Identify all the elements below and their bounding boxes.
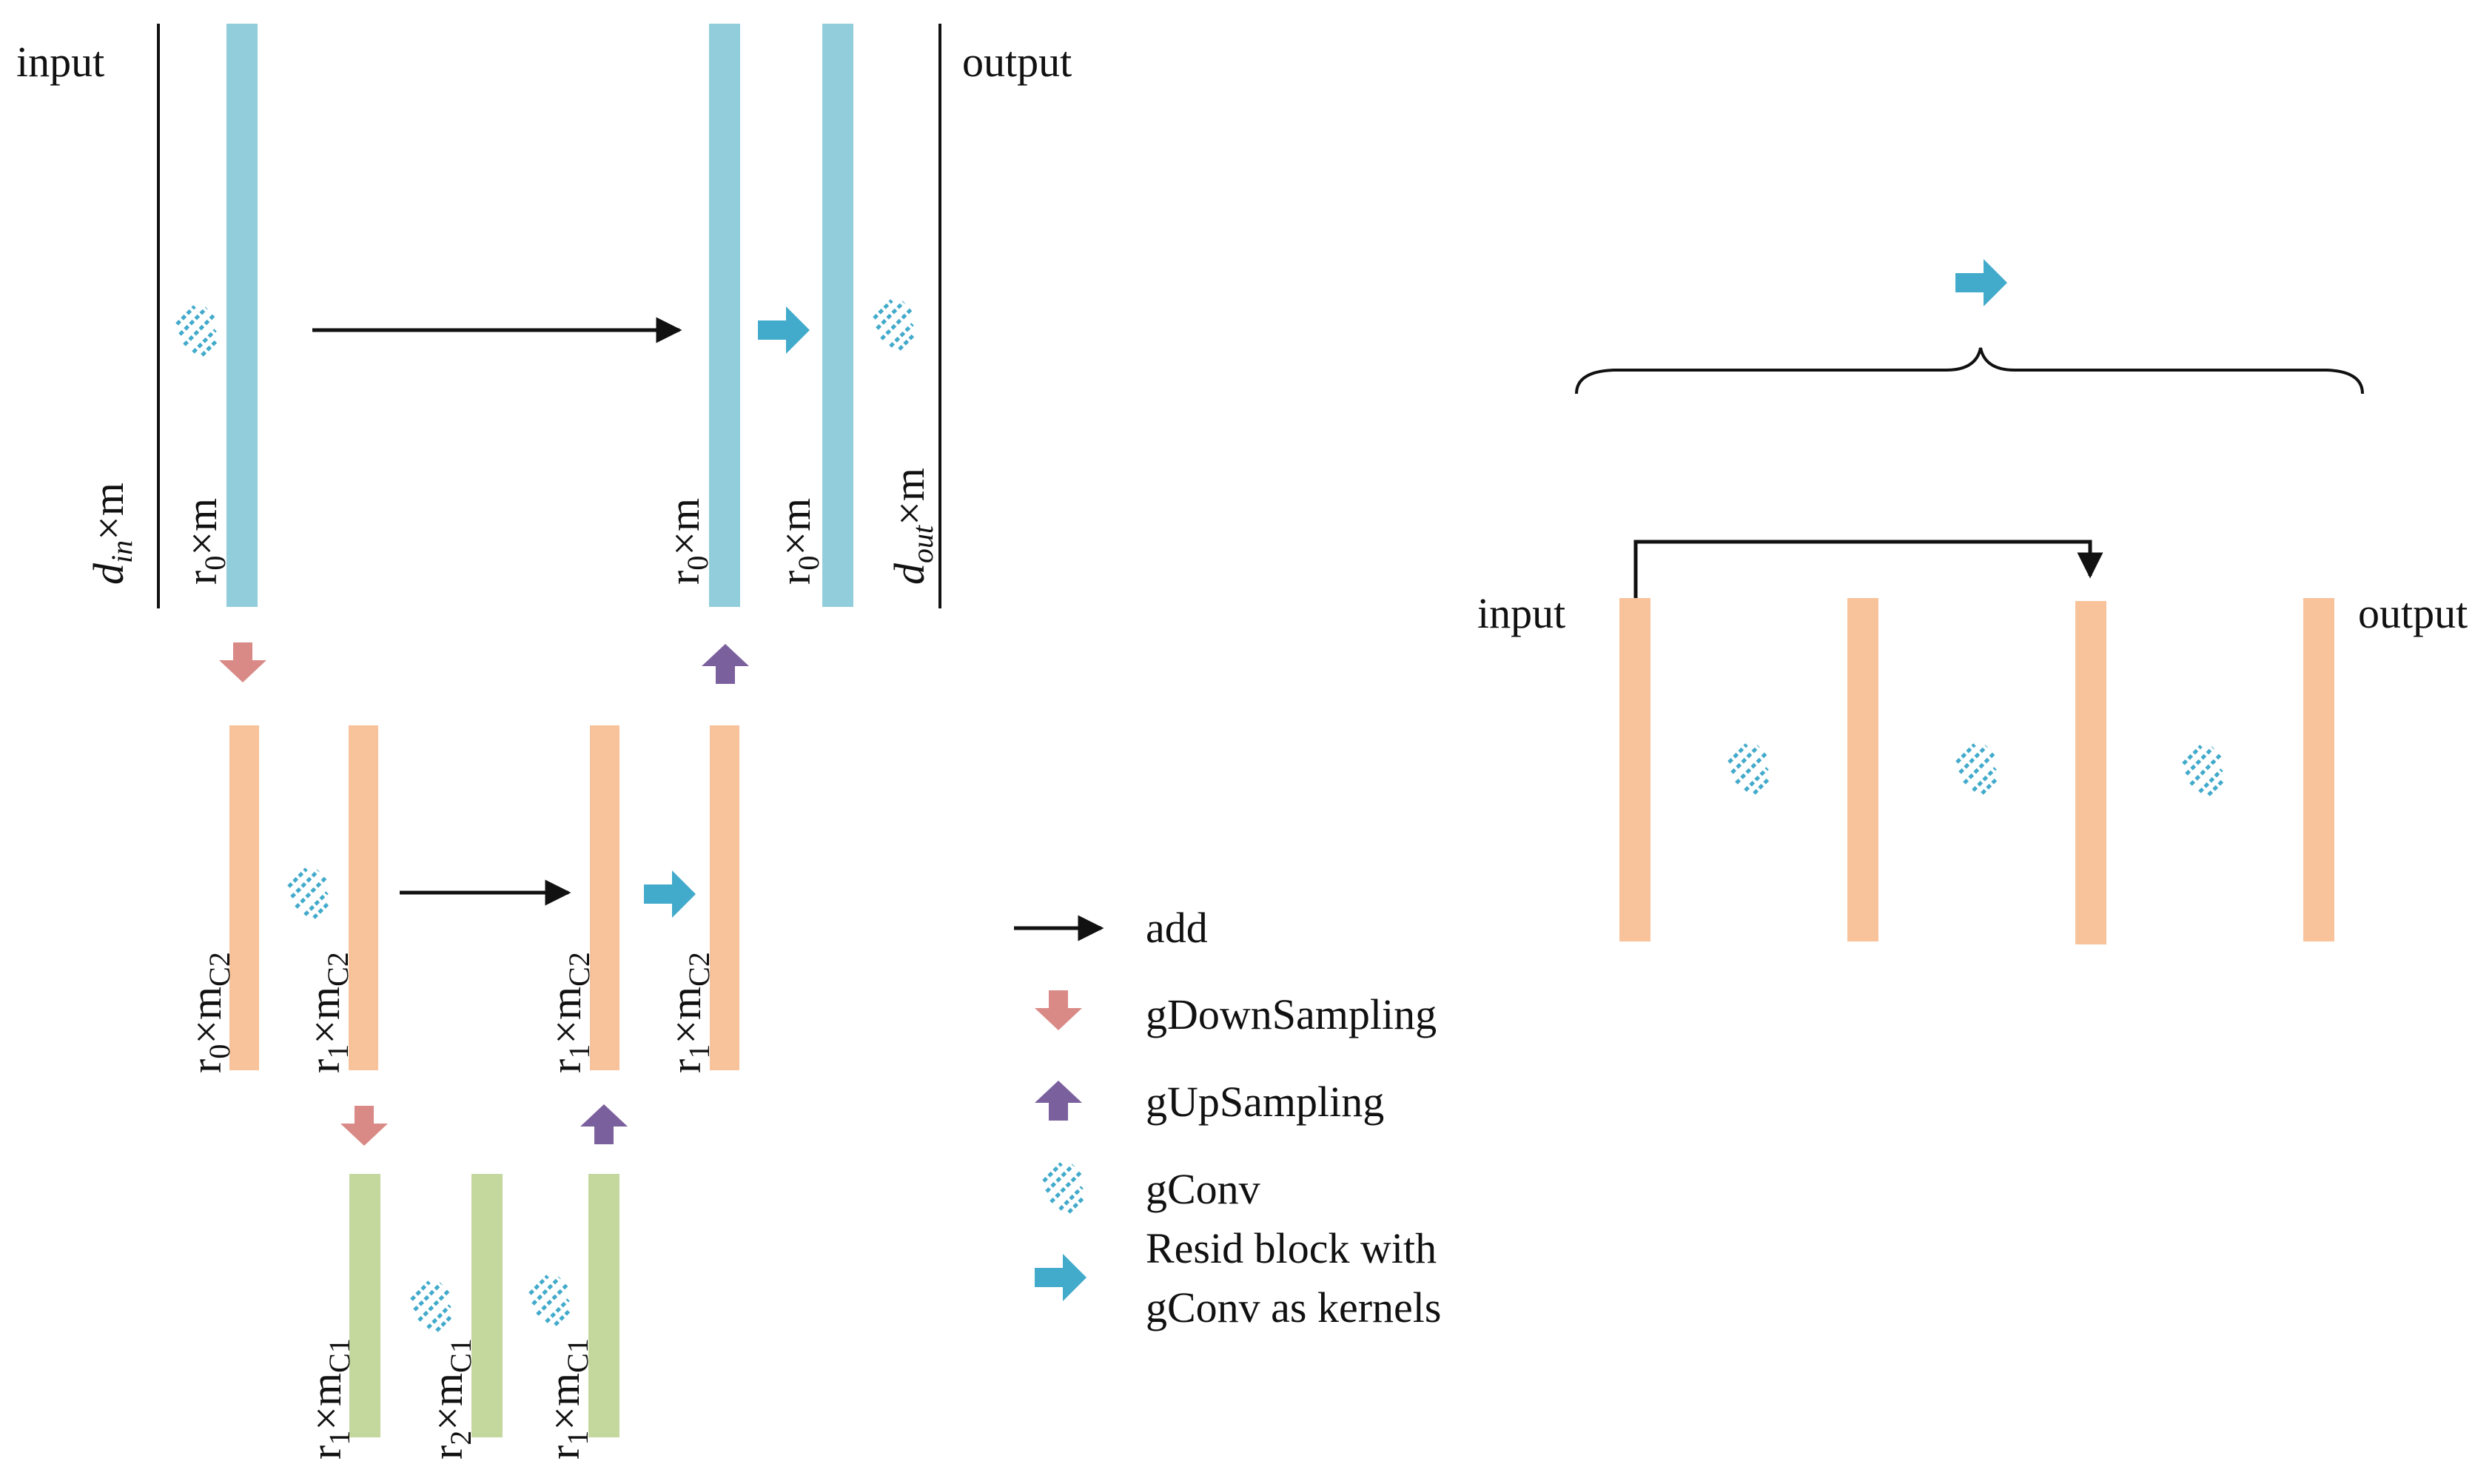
- legend-resid-arrow: [1035, 1254, 1087, 1301]
- right-bar-1: [1619, 598, 1650, 941]
- legend-down-label: gDownSampling: [1146, 990, 1437, 1038]
- level2-bar-1: [349, 1174, 380, 1437]
- level2-gconv-icon-1: [412, 1282, 451, 1331]
- right-bar-2: [1847, 598, 1878, 941]
- dim-label-l1-2: r1×mC2: [300, 952, 355, 1073]
- right-resid-arrow: [1955, 259, 2007, 306]
- right-bar-4: [2303, 598, 2334, 941]
- dim-label-l1-1: r0×mC2: [182, 952, 236, 1073]
- right-input-label: input: [1477, 589, 1565, 637]
- level1-gconv-icon: [289, 869, 329, 918]
- level1-bar-1: [229, 725, 259, 1070]
- legend-resid-label-2: gConv as kernels: [1146, 1283, 1442, 1332]
- down-sampling-arrow-1: [219, 642, 266, 682]
- dim-label-l1-3: r1×mC2: [542, 952, 596, 1073]
- legend-gconv-label: gConv: [1146, 1165, 1260, 1213]
- left-output-label: output: [962, 38, 1072, 86]
- left-input-label: input: [16, 38, 104, 86]
- dim-label-din: din×m: [84, 483, 138, 585]
- dim-label-l2-3: r1×mC1: [540, 1338, 594, 1460]
- legend-up-arrow: [1035, 1081, 1082, 1121]
- legend-down-arrow: [1035, 990, 1082, 1030]
- dim-label-l0-in: r0×m: [178, 498, 232, 585]
- dim-label-l2-2: r2×mC1: [423, 1338, 477, 1460]
- dim-label-l2-1: r1×mC1: [302, 1338, 356, 1460]
- level0-gconv-icon-2: [874, 301, 914, 349]
- right-gconv-icon-2: [1957, 745, 1997, 793]
- level0-resid-arrow: [758, 306, 810, 354]
- dim-label-l0-a: r0×m: [660, 498, 714, 585]
- down-sampling-arrow-2: [340, 1106, 388, 1146]
- level0-input-bar: [226, 24, 258, 607]
- level1-bar-3: [590, 725, 619, 1070]
- level1-bar-4: [710, 725, 739, 1070]
- up-sampling-arrow-2: [580, 1104, 628, 1144]
- dim-label-l1-4: r1×mC2: [662, 952, 716, 1073]
- legend-up-label: gUpSampling: [1146, 1078, 1384, 1126]
- level1-bar-2: [349, 725, 378, 1070]
- right-bar-3: [2075, 601, 2106, 944]
- right-skip-connection: [1633, 540, 2103, 600]
- legend-gconv-icon: [1044, 1164, 1084, 1212]
- dim-label-dout: dout×m: [885, 468, 939, 585]
- level0-output-bar: [822, 24, 853, 607]
- legend-add-label: add: [1146, 904, 1208, 952]
- level2-bar-3: [588, 1174, 619, 1437]
- up-sampling-arrow-1: [702, 644, 749, 684]
- right-gconv-icon-1: [1729, 745, 1769, 793]
- level0-gconv-icon-1: [177, 306, 217, 355]
- right-gconv-icon-3: [2183, 746, 2223, 795]
- legend-resid-label-1: Resid block with: [1146, 1224, 1437, 1272]
- level1-resid-arrow: [644, 870, 696, 918]
- dim-label-l0-b: r0×m: [771, 498, 825, 585]
- level2-gconv-icon-2: [530, 1276, 570, 1325]
- right-curly-brace: [1575, 347, 2364, 394]
- legend: add gDownSampling gUpSampling gConv Resi…: [1014, 904, 1442, 1332]
- level0-skip-target-bar: [709, 24, 740, 607]
- right-output-label: output: [2358, 589, 2468, 637]
- level2-bar-2: [471, 1174, 503, 1437]
